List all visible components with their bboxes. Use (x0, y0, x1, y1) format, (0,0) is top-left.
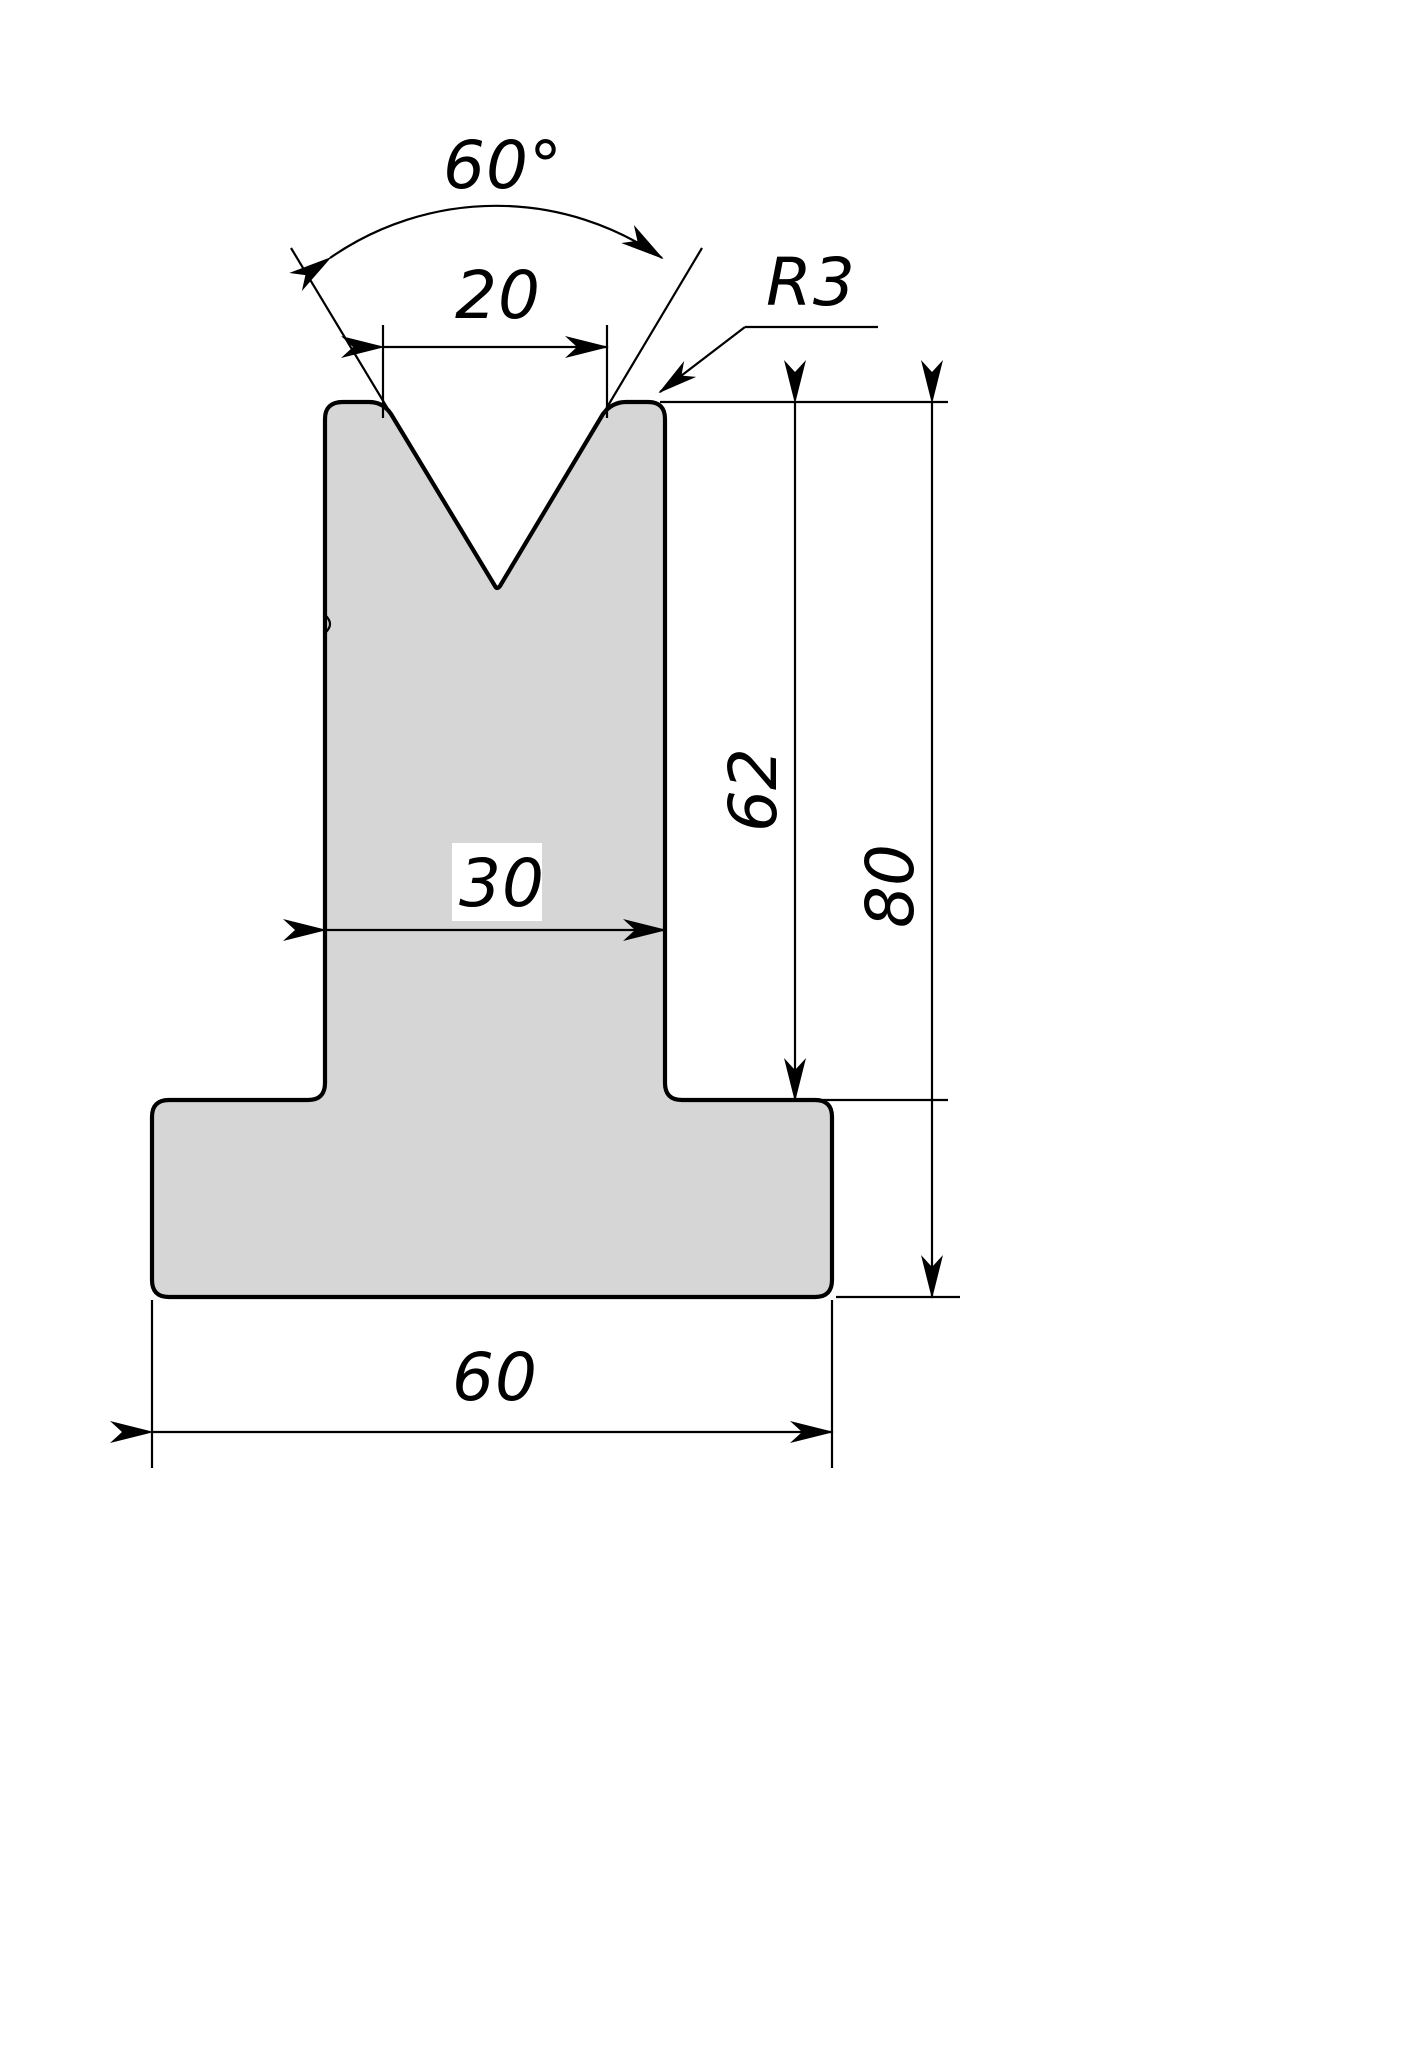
height-80-label-group: 80 (852, 844, 929, 928)
radius-label: R3 (766, 244, 856, 321)
angle-dimension-60 (289, 204, 703, 415)
base-width-label: 60 (452, 1339, 538, 1416)
height-80-label: 80 (852, 844, 929, 928)
web-width-label: 30 (459, 845, 545, 922)
height-dimension-62 (660, 360, 948, 1102)
height-dimension-80 (836, 360, 960, 1299)
radius-leader-r3 (602, 325, 878, 415)
height-62-label-group: 62 (715, 748, 792, 832)
v-opening-dimension-20 (341, 325, 609, 418)
left-edge-nick (324, 614, 332, 634)
height-62-label: 62 (715, 748, 792, 832)
v-opening-label: 20 (455, 257, 541, 334)
angle-label: 60° (443, 127, 563, 204)
web-width-label-mask (452, 843, 542, 921)
base-width-dimension-60 (110, 1300, 834, 1468)
